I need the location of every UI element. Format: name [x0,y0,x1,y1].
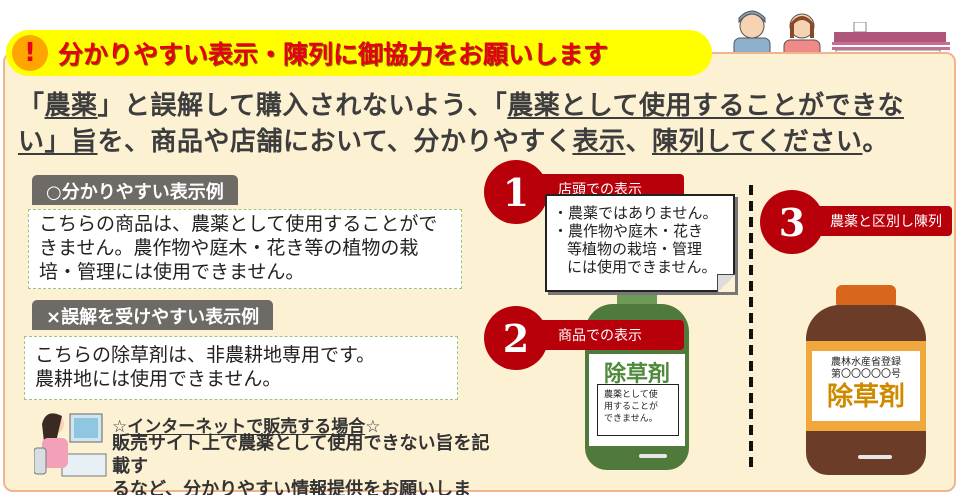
lead-segment: 」と誤解して購入されないよう、「 [97,91,508,121]
lead-segment: 「 [18,91,45,121]
bad-example-label: ×誤解を受けやすい表示例 [32,300,274,330]
bottle-label-note: 農薬として使 用することが できません。 [597,384,679,436]
bad-example-line: 農耕地には使用できません。 [35,368,282,390]
bottle-cap [617,290,657,308]
title-banner: ! 分かりやすい表示・陳列に御協力をお願いします [6,30,712,76]
lead-segment: を、商品や店舗において、分かりやすく [97,127,573,157]
good-example-line: きません。農作物や庭木・花き等の植物の栽 [39,237,419,259]
page-curl-icon [717,274,735,292]
step-3-label: 農薬と区別し陳列 [830,214,942,230]
bottle-label-title: 除草剤 [603,362,670,387]
bottle-label-title: 除草剤 [826,382,905,412]
bad-example-box: こちらの除草剤は、非農耕地専用です。 農耕地には使用できません。 [24,336,458,400]
registration-line: 第〇〇〇〇〇号 [831,369,901,380]
bottle-note-line: 用することが [604,402,659,412]
internet-section-title: ☆インターネットで販売する場合☆ [112,412,381,437]
step-2-label: 商品での表示 [558,328,642,344]
step-2-badge: 2 [484,306,548,370]
store-sign-line: には使用できません。 [567,258,717,276]
internet-body-line: るなど、分かりやすい情報提供をお願いします。 [112,479,472,495]
good-example-line: 培・管理には使用できません。 [39,261,305,283]
brown-pesticide-bottle: 農林水産省登録 第〇〇〇〇〇号 除草剤 [806,285,926,475]
bottle-shine [858,455,892,459]
computer-user-illustration-icon [34,413,107,477]
bottle-note-line: 農薬として使 [604,390,658,400]
internet-title-text: インターネットで販売する場合 [127,417,366,437]
registration-number: 農林水産省登録 第〇〇〇〇〇号 [812,351,920,381]
bottle-label: 除草剤 農薬として使 用することが できません。 [589,354,685,446]
star-icon: ☆ [365,417,381,437]
step-3-badge: 3 [760,190,824,254]
store-sign-line: ・農薬ではありません。 [553,204,718,222]
store-sign-card: ・農薬ではありません。 ・農作物や庭木・花き 等植物の栽培・管理 には使用できま… [545,194,735,292]
registration-line: 農林水産省登録 [831,357,901,368]
green-herbicide-bottle: 除草剤 農薬として使 用することが できません。 [585,290,689,470]
bottle-note-line: できません。 [604,414,658,424]
lead-segment: 。 [862,127,889,157]
star-icon: ☆ [112,417,128,437]
lead-underlined-segment: い」旨 [18,127,98,157]
store-sign-line: ・農作物や庭木・花き [553,222,704,240]
good-example-label: ○分かりやすい表示例 [32,175,238,205]
lead-underlined-segment: 農薬 [44,91,98,121]
good-example-line: こちらの商品は、農薬として使用することがで [39,213,438,235]
lead-segment: 、 [625,127,652,157]
step-2-tag: 商品での表示 [528,320,684,350]
step-1-badge: 1 [484,160,548,224]
store-sign-line: 等植物の栽培・管理 [567,240,703,258]
internet-section-body: 販売サイト上で農薬として使用できない旨を記載す るなど、分かりやすい情報提供をお… [112,432,492,495]
page-title: 分かりやすい表示・陳列に御協力をお願いします [58,40,609,69]
dashed-divider [749,185,753,470]
step-3-tag: 農薬と区別し陳列 [800,206,952,236]
internet-body-line: 販売サイト上で農薬として使用できない旨を記載す [112,433,490,477]
exclamation-icon: ! [12,35,48,71]
bottle-label: 農林水産省登録 第〇〇〇〇〇号 除草剤 [812,351,920,421]
lead-text: 「農薬」と誤解して購入されないよう、「農薬として使用することができない」旨を、商… [18,88,938,160]
bottle-shine [639,454,667,458]
lead-underlined-segment: 農薬として使用することができな [507,91,904,121]
good-example-box: こちらの商品は、農薬として使用することがで きません。農作物や庭木・花き等の植物… [28,209,462,289]
lead-underlined-segment: 陳列してください [651,127,863,157]
lead-underlined-segment: 表示 [572,127,626,157]
bad-example-line: こちらの除草剤は、非農耕地専用です。 [35,344,376,366]
